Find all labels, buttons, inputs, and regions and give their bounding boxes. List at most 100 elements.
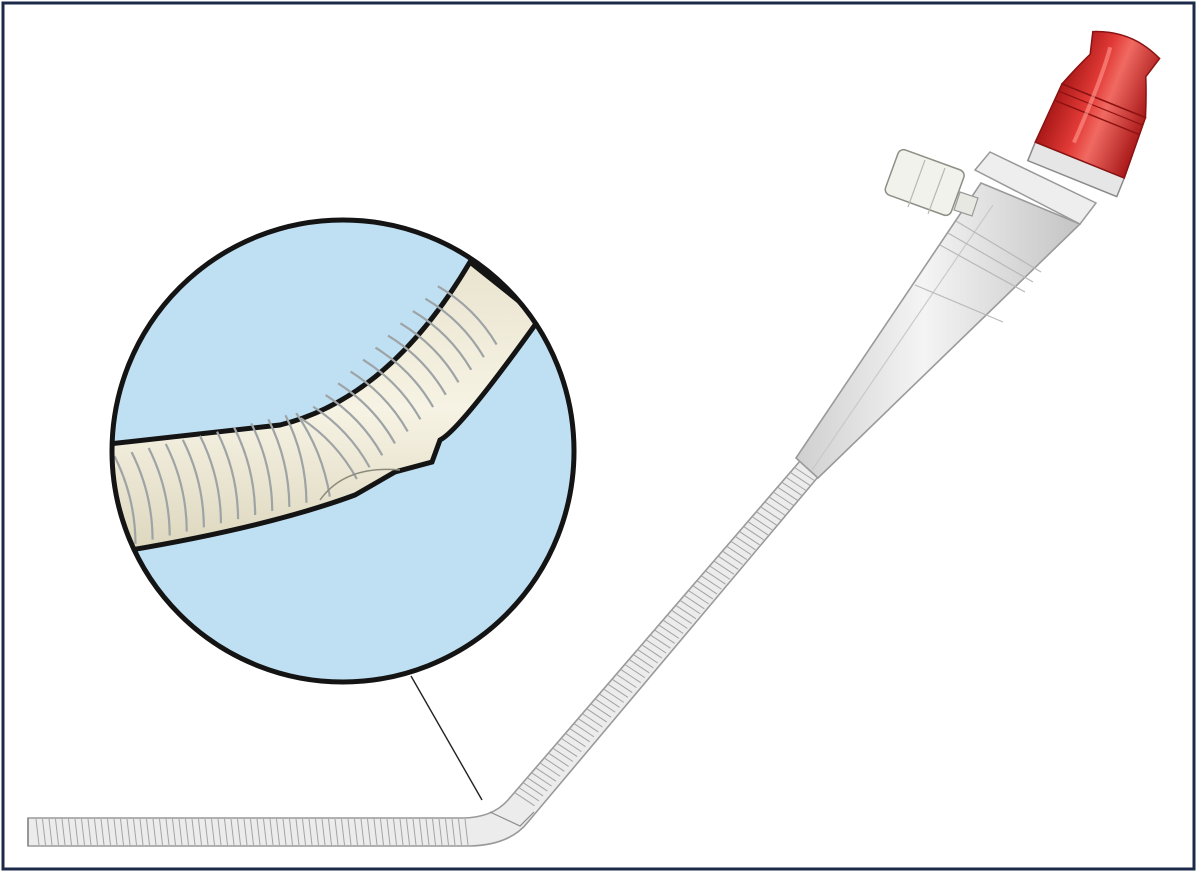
shaft-coil-horizontal [35, 818, 469, 846]
coil-ring [526, 777, 548, 792]
inset-coil-loop [284, 414, 308, 503]
coil-ring [373, 818, 378, 846]
coil-ring [178, 818, 183, 846]
coil-ring [641, 644, 663, 659]
coil-ring [692, 585, 714, 600]
coil-ring [696, 580, 718, 595]
coil-ring [637, 649, 658, 664]
coil-ring [419, 818, 423, 846]
coil-ring [217, 818, 222, 846]
coil-ring [777, 486, 798, 501]
coil-ring [760, 506, 781, 521]
coil-ring [535, 767, 557, 782]
coil-ring [146, 818, 150, 846]
coil-ring [514, 792, 535, 807]
inset-coil-loop [337, 382, 396, 445]
coil-ring [781, 481, 803, 496]
coil-ring [590, 703, 612, 718]
inset-coil-wire [113, 285, 498, 544]
coil-ring [662, 619, 684, 634]
coil-ring [747, 521, 769, 536]
inset-coil-loop [349, 370, 409, 432]
inset-coil-loop [130, 451, 154, 540]
coil-ring [321, 818, 326, 846]
coil-ring [599, 693, 620, 708]
inset-coil-loop [250, 422, 274, 511]
coil-ring [713, 560, 735, 575]
coil-ring [282, 818, 287, 846]
coil-ring [289, 818, 293, 846]
coil-ring [464, 818, 469, 846]
inset-tube-detail [112, 258, 544, 558]
coil-ring [191, 818, 196, 846]
inset-coil-loop [362, 358, 422, 420]
coil-ring [569, 727, 591, 743]
coil-ring [451, 818, 456, 846]
coil-ring [709, 565, 731, 580]
inset-coil-loop [267, 418, 291, 507]
coil-ring [380, 818, 384, 846]
coil-ring [94, 818, 98, 846]
coil-ring [620, 668, 641, 684]
coil-ring [577, 718, 599, 733]
coil-ring [152, 818, 157, 846]
coil-ring [548, 752, 569, 767]
inset-coil-loop [147, 447, 171, 536]
inset-coil-loop [424, 297, 485, 358]
coil-ring [734, 535, 756, 551]
coil-ring [751, 516, 773, 531]
coil-ring [198, 818, 202, 846]
coil-ring [334, 818, 339, 846]
leader-line [410, 675, 483, 801]
coil-ring [624, 663, 646, 679]
coil-ring [539, 762, 561, 777]
coil-ring [556, 742, 578, 757]
coil-ring [458, 818, 462, 846]
coil-ring [616, 673, 637, 689]
inset-coil-loop [295, 412, 331, 497]
coil-ring [55, 818, 59, 846]
coil-ring [81, 818, 85, 846]
coil-ring [269, 818, 274, 846]
coil-ring [518, 787, 540, 802]
coil-ring [399, 818, 404, 846]
coil-ring [582, 713, 603, 728]
inset-coil-loop [399, 322, 460, 383]
coil-ring [165, 818, 170, 846]
inset-coil-loop [198, 435, 223, 524]
inset-coil-loop [387, 334, 447, 396]
coil-ring [295, 818, 300, 846]
inset-coil-loop [233, 427, 257, 516]
coil-ring [341, 818, 345, 846]
inset-coil-loop [412, 310, 473, 371]
coil-ring [531, 772, 552, 787]
coil-ring [565, 732, 586, 748]
coil-ring [789, 471, 811, 487]
coil-ring [522, 782, 544, 797]
coil-ring [705, 570, 726, 585]
coil-ring [603, 688, 625, 703]
coil-ring [126, 818, 131, 846]
coil-ring [100, 818, 105, 846]
coil-ring [354, 818, 358, 846]
coil-ring [263, 818, 267, 846]
coil-ring [185, 818, 189, 846]
coil-ring [35, 818, 40, 846]
red-end-cap [1026, 30, 1161, 198]
side-luer-connector [884, 148, 979, 217]
coil-ring [756, 511, 777, 526]
inset-coil-loop [374, 346, 435, 408]
inset-coil-loop [164, 443, 188, 532]
inset-coil-loop [181, 439, 205, 528]
coil-ring [250, 818, 254, 846]
coil-ring [675, 604, 697, 620]
wire-reinforced-shaft [27, 459, 820, 847]
coil-ring [773, 491, 794, 506]
coil-ring [764, 501, 786, 516]
inset-coil-loop [300, 417, 358, 480]
coil-ring [611, 678, 633, 693]
coil-ring [438, 818, 443, 846]
inset-coil-loop [325, 394, 384, 456]
